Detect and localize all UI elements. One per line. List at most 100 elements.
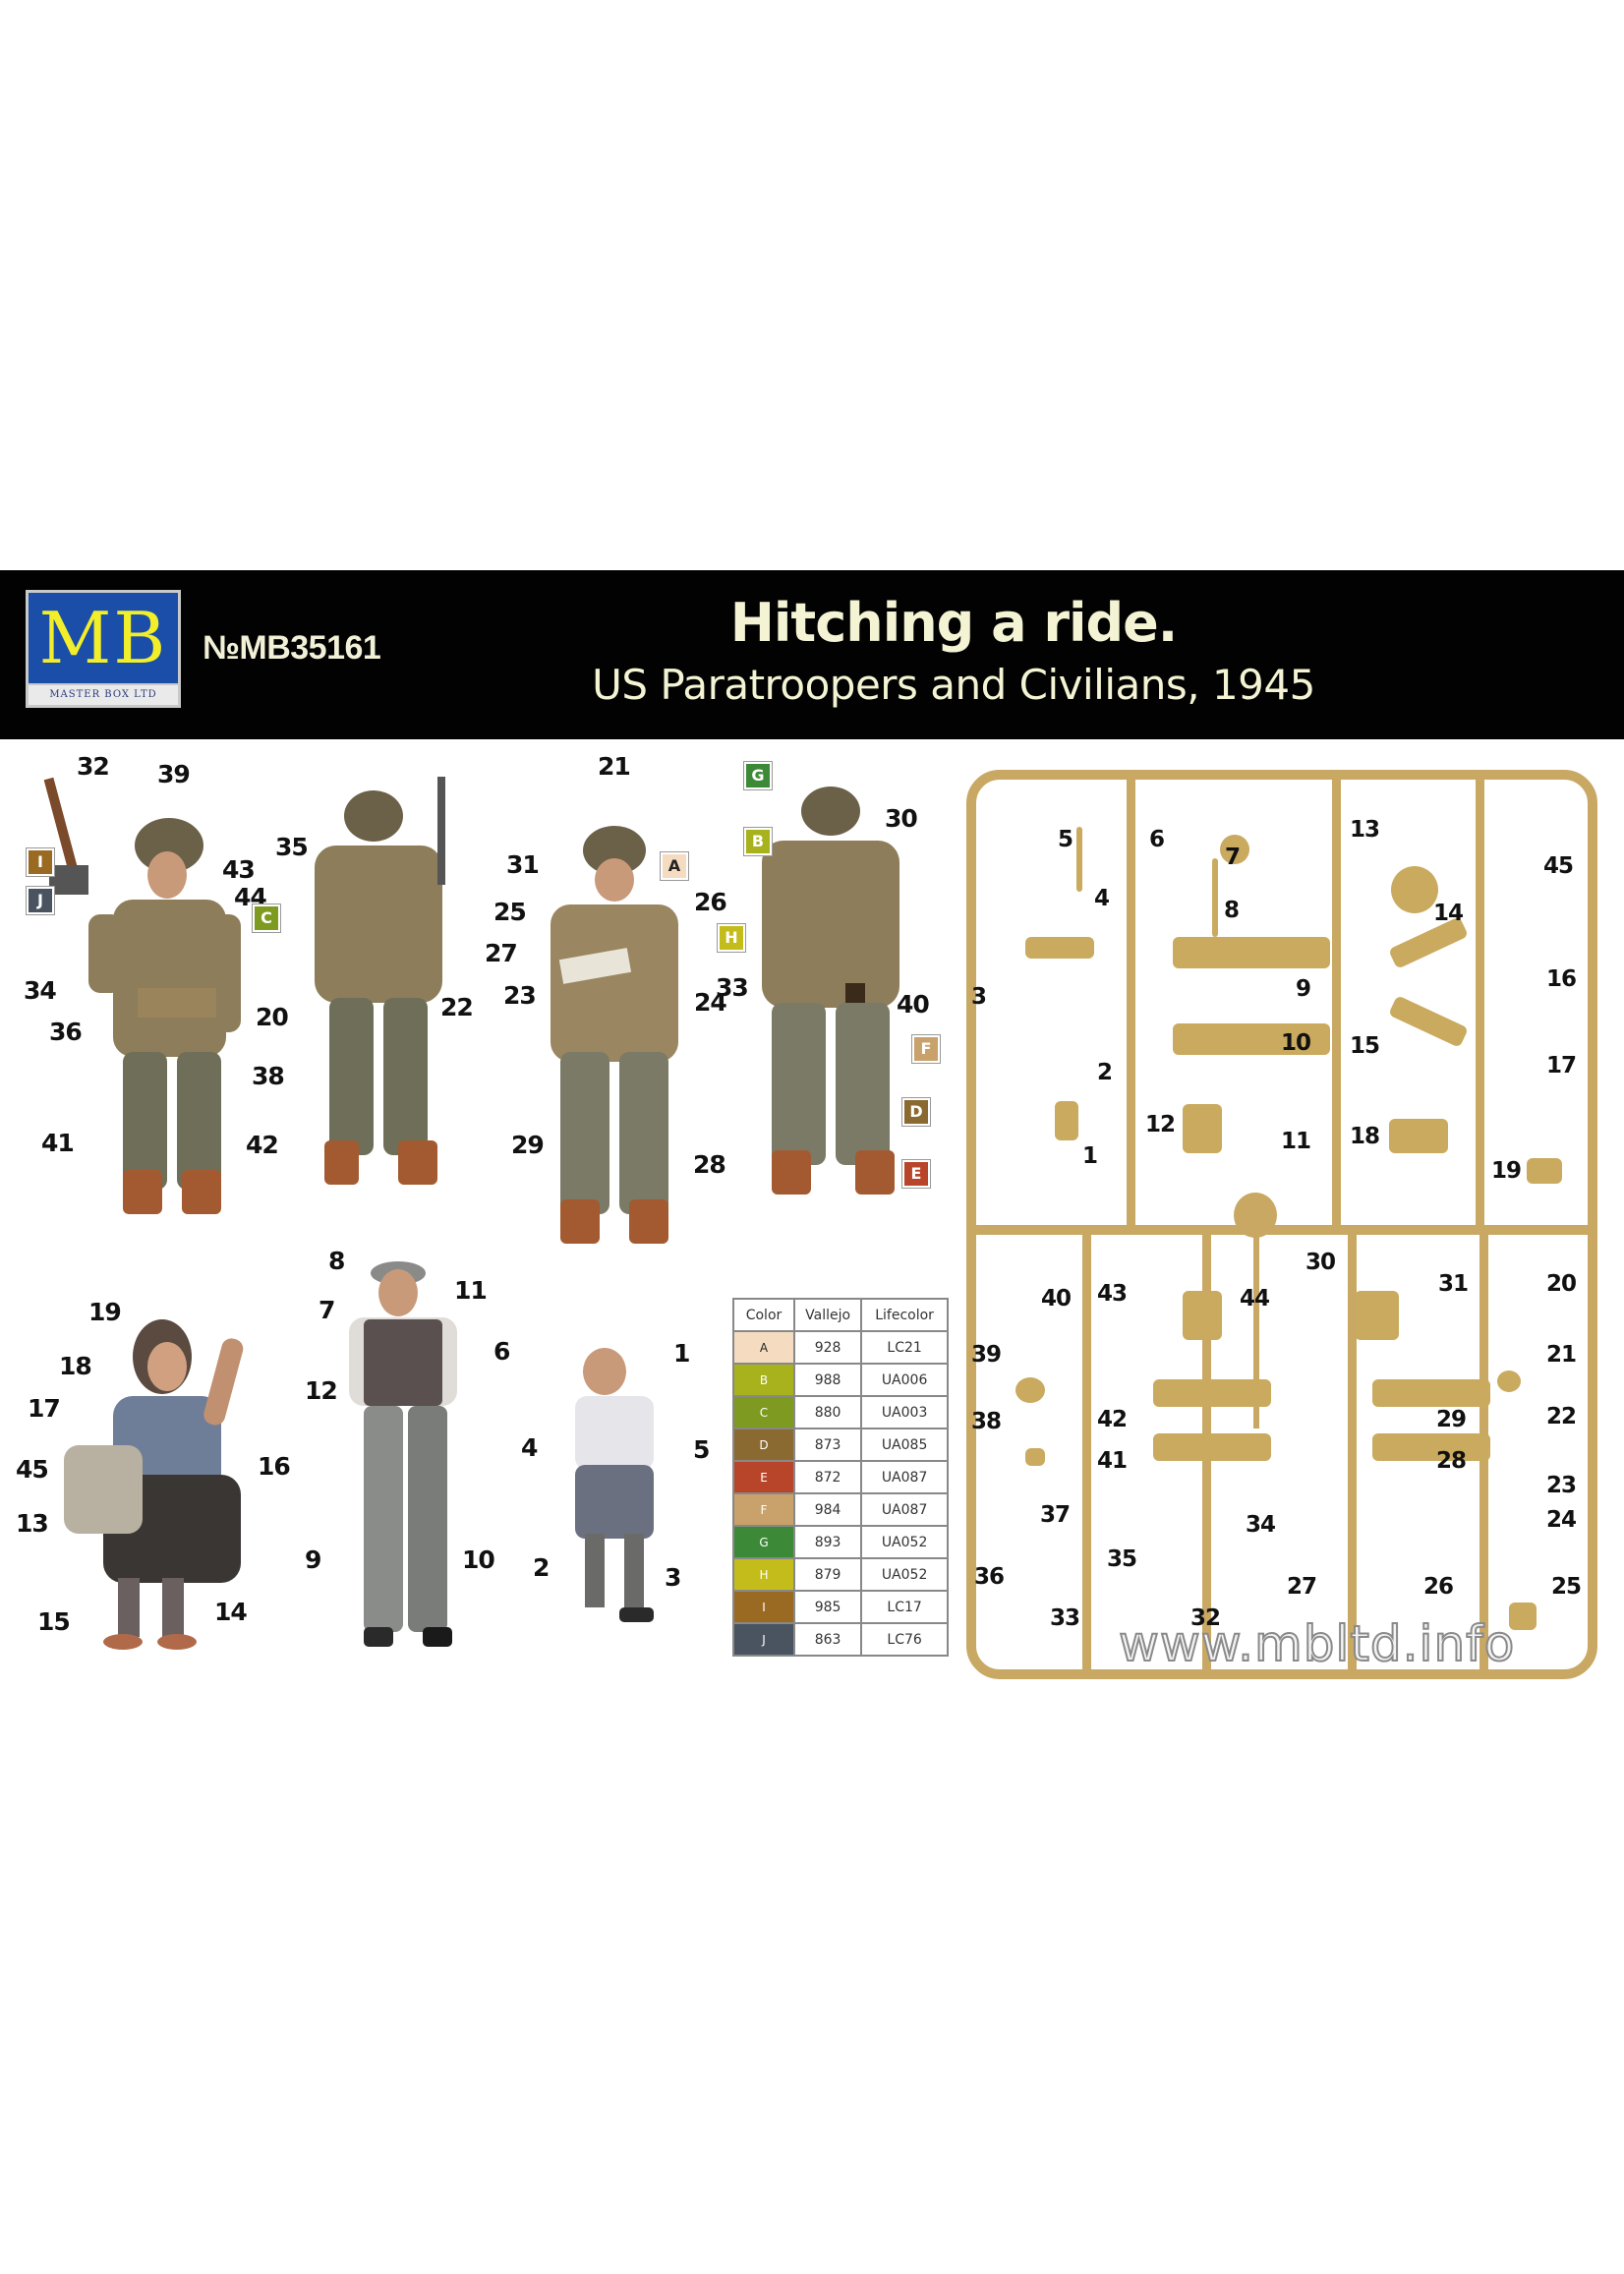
color-swatch: A <box>732 1330 795 1365</box>
color-swatch: I <box>732 1590 795 1624</box>
logo-mark: MB <box>29 593 178 683</box>
lifecolor-code: LC76 <box>860 1622 949 1657</box>
callout: 5 <box>693 1435 710 1464</box>
part-number: 38 <box>971 1409 1002 1434</box>
part-number: 35 <box>1107 1546 1137 1572</box>
boy-figure <box>575 1348 654 1622</box>
callout: 17 <box>28 1394 61 1423</box>
part-number: 30 <box>1305 1250 1336 1275</box>
part-number: 8 <box>1224 898 1240 923</box>
color-tag-a: A <box>661 852 688 880</box>
callout: 42 <box>246 1131 279 1159</box>
soldier-front-figure <box>43 777 241 1214</box>
table-header-row: Color Vallejo Lifecolor <box>732 1298 949 1332</box>
callout: 6 <box>493 1337 510 1366</box>
vallejo-code: 872 <box>792 1460 863 1494</box>
man-cap-figure <box>349 1261 457 1647</box>
part-number: 26 <box>1423 1574 1454 1600</box>
part-number: 19 <box>1491 1158 1522 1184</box>
part-number: 28 <box>1436 1448 1467 1474</box>
part-number: 33 <box>1050 1605 1080 1631</box>
callout: 19 <box>88 1298 122 1326</box>
part-number: 21 <box>1546 1342 1577 1368</box>
part-number: 15 <box>1350 1033 1380 1059</box>
part-number: 18 <box>1350 1124 1380 1149</box>
callout: 27 <box>485 939 518 967</box>
color-swatch: F <box>732 1492 795 1527</box>
part-number: 22 <box>1546 1404 1577 1429</box>
lifecolor-code: UA087 <box>860 1492 949 1527</box>
part-number: 42 <box>1097 1407 1128 1432</box>
callout: 24 <box>694 988 727 1017</box>
officer-reading-figure <box>551 826 678 1244</box>
part-number: 45 <box>1543 853 1574 879</box>
lifecolor-code: UA052 <box>860 1525 949 1559</box>
lifecolor-code: UA085 <box>860 1428 949 1462</box>
part-number: 37 <box>1040 1502 1071 1528</box>
part-number: 43 <box>1097 1281 1128 1307</box>
callout: 1 <box>673 1339 690 1368</box>
callout: 29 <box>511 1131 545 1159</box>
part-number: 23 <box>1546 1473 1577 1498</box>
color-tag-d: D <box>902 1098 930 1126</box>
part-number: 1 <box>1082 1143 1098 1169</box>
color-swatch: E <box>732 1460 795 1494</box>
part-number: 2 <box>1097 1060 1113 1085</box>
callout: 10 <box>462 1545 495 1574</box>
master-box-logo: MB MASTER BOX LTD <box>26 590 181 708</box>
callout: 4 <box>521 1433 538 1462</box>
lifecolor-code: LC21 <box>860 1330 949 1365</box>
color-tag-f: F <box>912 1035 940 1063</box>
vallejo-code: 928 <box>792 1330 863 1365</box>
color-tag-j: J <box>27 887 54 914</box>
callout: 7 <box>319 1296 335 1324</box>
callout: 18 <box>59 1352 92 1380</box>
part-number: 7 <box>1225 845 1241 870</box>
kit-number: №MB35161 <box>203 629 381 667</box>
part-number: 11 <box>1281 1129 1311 1154</box>
callout: 32 <box>77 752 110 781</box>
sprue-frame <box>966 770 1597 1679</box>
part-number: 34 <box>1246 1512 1276 1538</box>
vallejo-code: 988 <box>792 1363 863 1397</box>
part-number: 20 <box>1546 1271 1577 1297</box>
callout: 16 <box>258 1452 291 1481</box>
part-number: 25 <box>1551 1574 1582 1600</box>
callout: 35 <box>275 833 309 861</box>
color-swatch: H <box>732 1557 795 1592</box>
callout: 12 <box>305 1376 338 1405</box>
part-number: 3 <box>971 984 987 1010</box>
part-number: 31 <box>1438 1271 1469 1297</box>
part-number: 16 <box>1546 966 1577 992</box>
part-number: 9 <box>1296 976 1311 1002</box>
callout: 43 <box>222 855 256 884</box>
callout: 41 <box>41 1129 75 1157</box>
column-header-color: Color <box>732 1298 795 1332</box>
part-number: 41 <box>1097 1448 1128 1474</box>
soldier-back-2-figure <box>762 787 899 1195</box>
callout: 28 <box>693 1150 726 1179</box>
callout: 3 <box>665 1563 681 1592</box>
color-swatch: D <box>732 1428 795 1462</box>
website-watermark: www.mbltd.info <box>1118 1614 1516 1673</box>
lifecolor-code: UA006 <box>860 1363 949 1397</box>
callout: 13 <box>16 1509 49 1538</box>
callout: 23 <box>503 981 537 1010</box>
callout: 33 <box>716 973 749 1002</box>
callout: 26 <box>694 888 727 916</box>
callout: 30 <box>885 804 918 833</box>
callout: 11 <box>454 1276 488 1305</box>
callout: 22 <box>440 993 474 1021</box>
callout: 20 <box>256 1003 289 1031</box>
callout: 31 <box>506 850 540 879</box>
callout: 9 <box>305 1545 321 1574</box>
callout: 8 <box>328 1247 345 1275</box>
part-number: 29 <box>1436 1407 1467 1432</box>
part-number: 13 <box>1350 817 1380 843</box>
